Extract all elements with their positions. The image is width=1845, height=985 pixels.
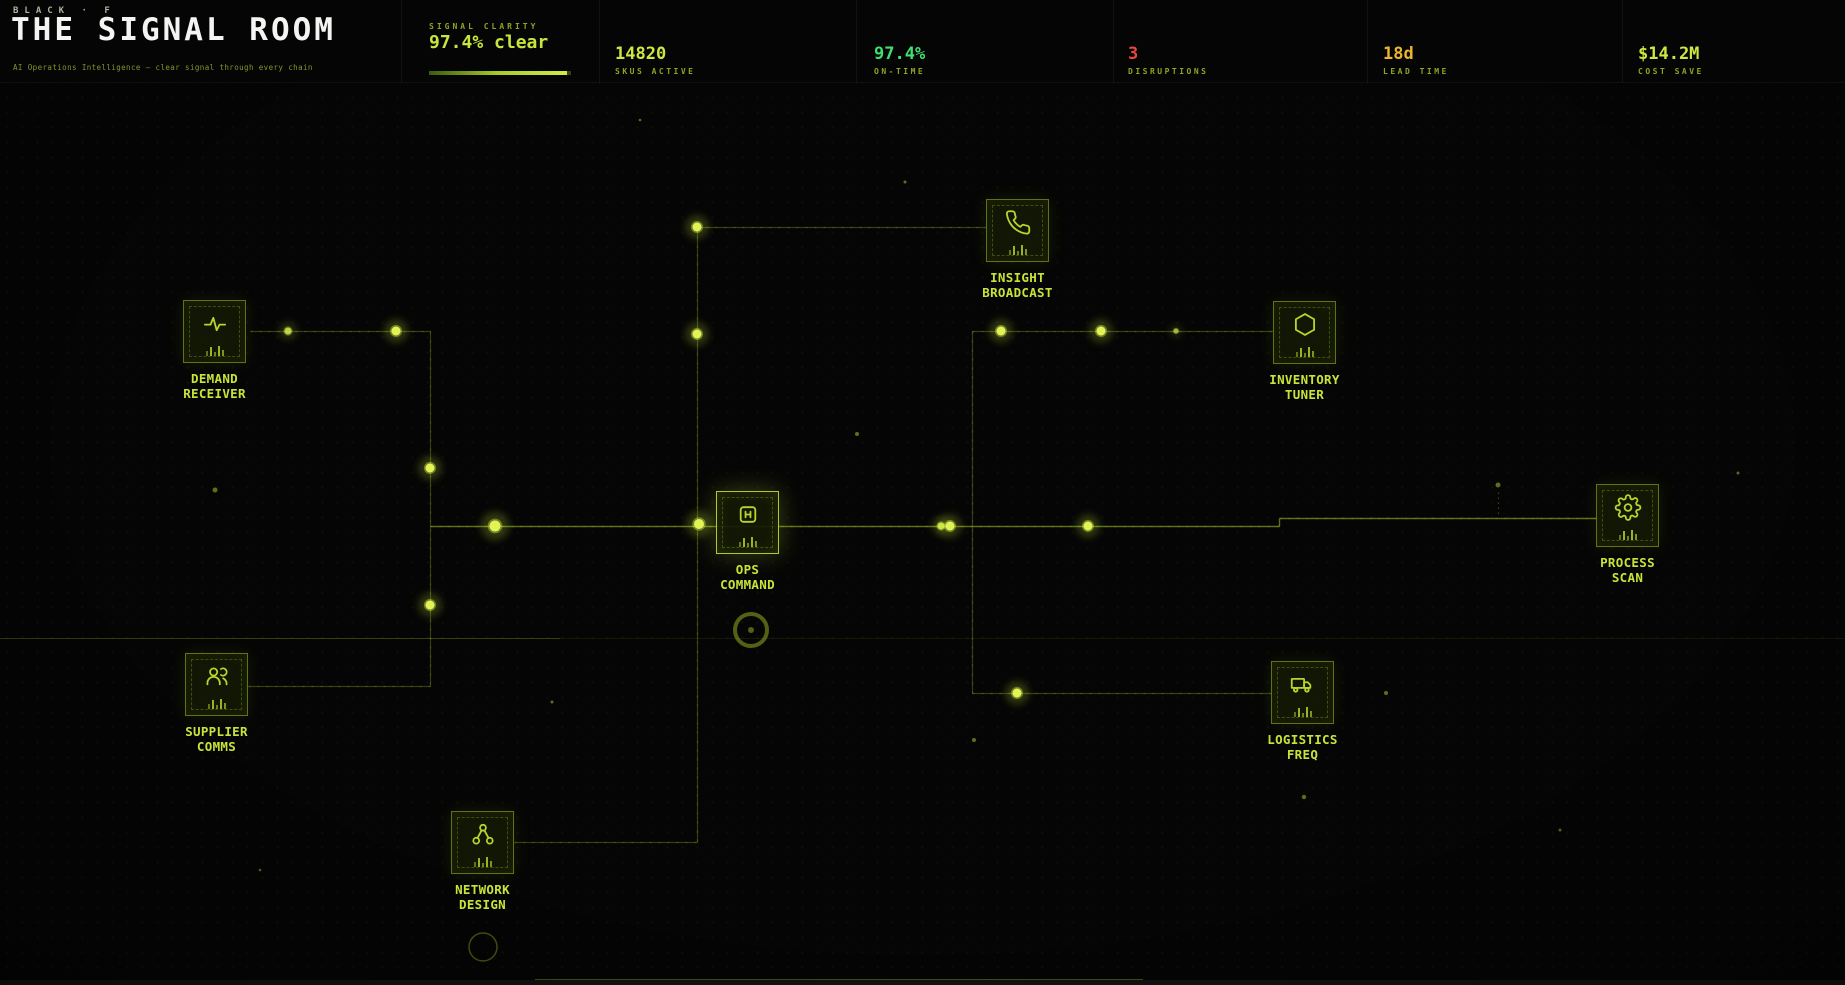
signal-dot [425, 463, 435, 473]
stat-label: DISRUPTIONS [1128, 67, 1209, 76]
signal-dot [692, 329, 702, 339]
ambient-particle [550, 700, 554, 704]
equalizer-bars-icon [738, 537, 757, 547]
bottom-edge-strip [0, 980, 1845, 985]
hexagon-icon [1291, 311, 1318, 342]
node-box-network-design[interactable] [451, 811, 514, 874]
node-box-supplier-comms[interactable] [185, 653, 248, 716]
node-box-demand-receiver[interactable] [183, 300, 246, 363]
phone-icon [1004, 209, 1031, 240]
node-inner-frame [191, 659, 242, 710]
signal-clarity-widget: SIGNAL CLARITY 97.4% clear [429, 0, 589, 83]
pulse-ring [468, 932, 498, 962]
stat-label: ON-TIME [874, 67, 926, 76]
signal-dot [1083, 521, 1093, 531]
ambient-particle [1301, 794, 1307, 800]
ambient-particle [1558, 828, 1562, 832]
stat-value: 97.4% [874, 44, 926, 64]
signal-dot [694, 519, 704, 529]
stat-value: $14.2M [1638, 44, 1700, 64]
ambient-particle [1495, 482, 1501, 488]
pulse-ring-core [748, 627, 754, 633]
ambient-particle [903, 180, 907, 184]
ambient-particle [1736, 471, 1740, 475]
signal-dot [1012, 688, 1022, 698]
node-inner-frame [189, 306, 240, 357]
gear-icon [1614, 494, 1641, 525]
node-inner-frame [1279, 307, 1330, 358]
ambient-particle [1384, 691, 1388, 695]
stat-label: LEAD TIME [1383, 67, 1449, 76]
stat-value: 14820 [615, 44, 667, 64]
signal-dot [391, 326, 401, 336]
clarity-progress-fill [429, 71, 568, 75]
truck-icon [1289, 671, 1316, 702]
stat-label: SKUS ACTIVE [615, 67, 696, 76]
signal-dot [945, 521, 955, 531]
header-divider [1622, 0, 1623, 83]
hub-icon [734, 501, 761, 532]
header-divider [1113, 0, 1114, 83]
pulse-ring [733, 612, 769, 648]
header-divider [856, 0, 857, 83]
ambient-particle [212, 487, 218, 493]
signal-clarity-label: SIGNAL CLARITY [429, 22, 539, 31]
node-box-inventory-tuner[interactable] [1273, 301, 1336, 364]
signal-dot [692, 222, 702, 232]
node-box-process-scan[interactable] [1596, 484, 1659, 547]
page-subtitle: AI Operations Intelligence — clear signa… [13, 63, 313, 72]
ambient-particle [855, 432, 859, 436]
equalizer-bars-icon [205, 346, 224, 356]
signal-dot [284, 327, 292, 335]
node-inner-frame [1277, 667, 1328, 718]
node-inner-frame [1602, 490, 1653, 541]
header-divider [599, 0, 600, 83]
brand-eyebrow: BLACK · F [13, 6, 116, 16]
page-title: THE SIGNAL ROOM [11, 12, 336, 48]
users-icon [203, 663, 230, 694]
signal-dot [425, 600, 435, 610]
signal-dot [1173, 328, 1179, 334]
header-divider [401, 0, 402, 83]
node-box-insight-broadcast[interactable] [986, 199, 1049, 262]
stat-label: COST SAVE [1638, 67, 1704, 76]
node-inner-frame [992, 205, 1043, 256]
ambient-particle [972, 738, 976, 742]
signal-dot [937, 522, 945, 530]
signal-clarity-value: 97.4% clear [429, 32, 549, 53]
equalizer-bars-icon [1618, 530, 1637, 540]
node-inner-frame [457, 817, 508, 868]
signal-dot [489, 520, 501, 532]
header: BLACK · F THE SIGNAL ROOM AI Operations … [0, 0, 1845, 83]
equalizer-bars-icon [1008, 245, 1027, 255]
ambient-particle [638, 118, 642, 122]
stat-value: 18d [1383, 44, 1414, 64]
equalizer-bars-icon [1295, 347, 1314, 357]
signal-dot [1096, 326, 1106, 336]
equalizer-bars-icon [473, 857, 492, 867]
stat-value: 3 [1128, 44, 1139, 64]
signal-dot [996, 326, 1006, 336]
header-divider [1367, 0, 1368, 83]
activity-icon [201, 310, 228, 341]
node-box-logistics-freq[interactable] [1271, 661, 1334, 724]
ambient-particle [258, 868, 262, 872]
clarity-progress-bar [429, 71, 571, 75]
node-inner-frame [722, 497, 773, 548]
node-box-ops-command[interactable] [716, 491, 779, 554]
equalizer-bars-icon [207, 699, 226, 709]
network-icon [469, 821, 496, 852]
equalizer-bars-icon [1293, 707, 1312, 717]
